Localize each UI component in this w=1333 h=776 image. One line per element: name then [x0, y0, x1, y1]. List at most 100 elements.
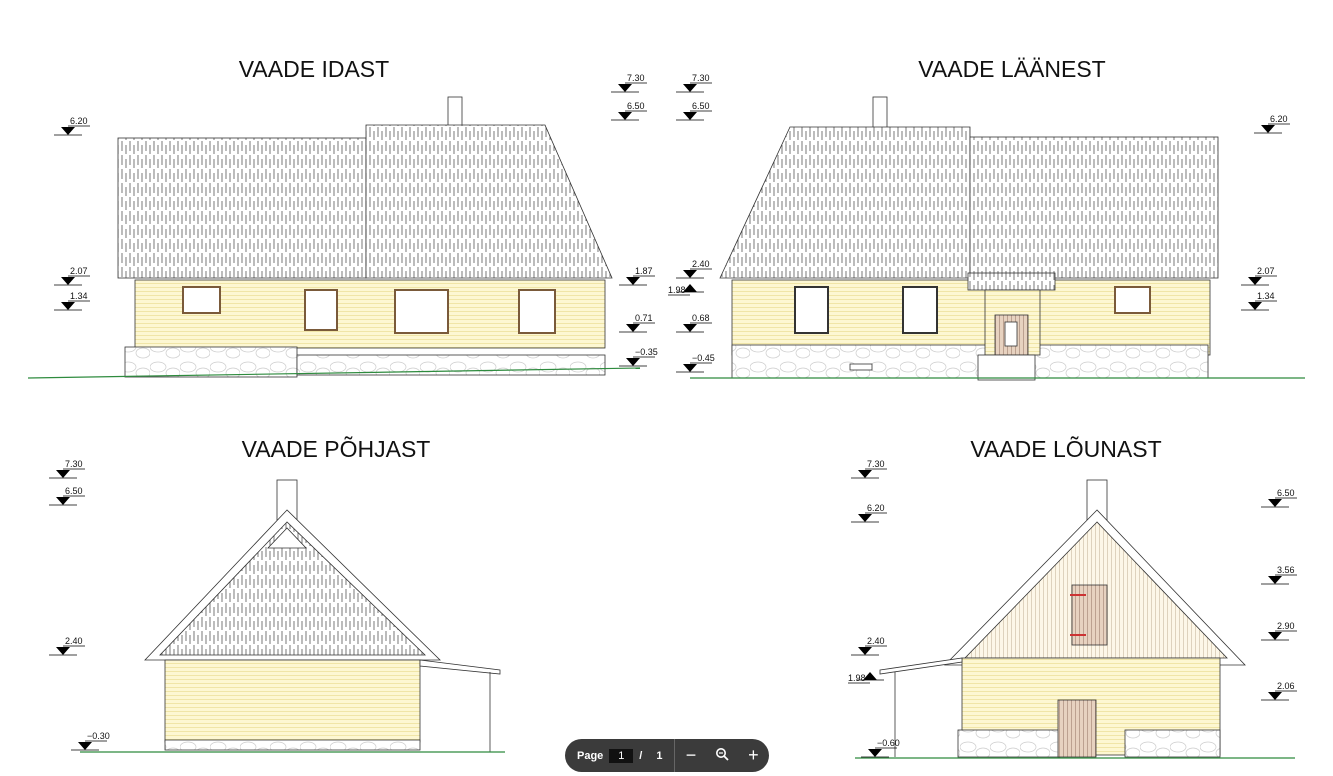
level-triangle-icon	[61, 127, 75, 135]
view-title-north: VAADE PÕHJAST	[242, 435, 431, 462]
level-triangle-icon	[618, 112, 632, 120]
level-value: 1.34	[70, 291, 88, 301]
level-value: 2.40	[65, 636, 83, 646]
page-label: Page	[577, 749, 604, 762]
level-marker-west-l620: 6.20	[1254, 114, 1290, 134]
level-triangle-icon	[683, 324, 697, 332]
level-value: 0.71	[635, 313, 653, 323]
level-value: 7.30	[692, 73, 710, 83]
south-elevation	[855, 479, 1295, 759]
level-value: 7.30	[627, 73, 645, 83]
view-title-west: VAADE LÄÄNEST	[918, 56, 1105, 82]
level-marker-west-l207: 2.07	[1241, 266, 1277, 286]
level-triangle-icon	[78, 742, 92, 750]
page-number-input[interactable]: 1	[609, 748, 634, 763]
level-triangle-icon	[626, 324, 640, 332]
level-triangle-icon	[683, 112, 697, 120]
level-value: 6.50	[65, 486, 83, 496]
zoom-in-button[interactable]: +	[748, 745, 759, 765]
level-triangle-icon	[618, 84, 632, 92]
level-marker-west-l068: 0.68	[676, 313, 712, 333]
zoom-out-button[interactable]: −	[685, 745, 697, 765]
level-marker-north-l030: −0.30	[71, 731, 110, 751]
level-marker-south-l206: 2.06	[1261, 681, 1297, 701]
level-triangle-icon	[1248, 302, 1262, 310]
level-marker-north-l240: 2.40	[49, 636, 85, 656]
level-value: 2.07	[70, 266, 88, 276]
level-marker-north-l650: 6.50	[49, 486, 85, 506]
level-marker-east-l134: 1.34	[54, 291, 90, 311]
level-marker-south-l730: 7.30	[851, 459, 887, 479]
level-triangle-icon	[1268, 576, 1282, 584]
level-triangle-icon	[1268, 632, 1282, 640]
level-marker-east-l650: 6.50	[611, 101, 647, 121]
level-marker-east-l035: −0.35	[619, 347, 658, 367]
north-elevation	[80, 479, 505, 753]
level-marker-east-l207: 2.07	[54, 266, 90, 286]
level-marker-west-l134: 1.34	[1241, 291, 1277, 311]
level-marker-south-l240: 2.40	[851, 636, 887, 656]
toolbar-divider	[674, 739, 676, 772]
level-triangle-icon	[626, 277, 640, 285]
level-value: 6.20	[867, 503, 885, 513]
level-marker-east-l620: 6.20	[54, 116, 90, 136]
level-value: 7.30	[65, 459, 83, 469]
level-triangle-icon	[683, 284, 697, 292]
level-triangle-icon	[1261, 125, 1275, 133]
level-triangle-icon	[626, 358, 640, 366]
view-title-east: VAADE IDAST	[239, 56, 389, 82]
level-triangle-icon	[683, 84, 697, 92]
east-elevation	[27, 96, 641, 379]
level-value: 3.56	[1277, 565, 1295, 575]
level-marker-east-l730: 7.30	[611, 73, 647, 93]
level-triangle-icon	[868, 749, 882, 757]
level-value: 1.34	[1257, 291, 1275, 301]
level-value: 2.07	[1257, 266, 1275, 276]
level-triangle-icon	[683, 270, 697, 278]
view-title-south: VAADE LÕUNAST	[970, 435, 1161, 462]
level-marker-south-l356: 3.56	[1261, 565, 1297, 585]
level-marker-west-l240: 2.40	[676, 259, 712, 279]
level-value: 0.68	[692, 313, 710, 323]
level-triangle-icon	[61, 277, 75, 285]
level-value: −0.35	[635, 347, 658, 357]
level-value: 2.90	[1277, 621, 1295, 631]
level-triangle-icon	[1268, 692, 1282, 700]
level-triangle-icon	[61, 302, 75, 310]
level-marker-east-l071: 0.71	[619, 313, 655, 333]
level-triangle-icon	[56, 470, 70, 478]
level-triangle-icon	[863, 672, 877, 680]
level-triangle-icon	[858, 514, 872, 522]
level-marker-east-l187: 1.87	[619, 266, 655, 286]
level-triangle-icon	[1248, 277, 1262, 285]
level-marker-south-l650: 6.50	[1261, 488, 1297, 508]
level-triangle-icon	[858, 470, 872, 478]
level-triangle-icon	[1268, 499, 1282, 507]
zoom-reset-icon[interactable]	[707, 747, 738, 764]
level-value: 7.30	[867, 459, 885, 469]
level-value: −0.45	[692, 353, 715, 363]
level-marker-south-l198: 1.98	[848, 672, 884, 684]
level-value: 6.20	[70, 116, 88, 126]
level-value: 1.98	[848, 673, 866, 683]
level-value: 1.98	[668, 285, 686, 295]
level-value: 6.50	[1277, 488, 1295, 498]
level-marker-west-l198: 1.98	[668, 284, 704, 296]
total-pages: 1	[656, 749, 663, 762]
level-triangle-icon	[858, 647, 872, 655]
level-value: 2.06	[1277, 681, 1295, 691]
page-indicator: Page 1 / 1	[565, 748, 674, 763]
west-elevation	[690, 96, 1305, 381]
level-triangle-icon	[56, 647, 70, 655]
level-value: 6.50	[627, 101, 645, 111]
page-separator: /	[639, 749, 643, 762]
level-value: 2.40	[692, 259, 710, 269]
level-value: −0.30	[87, 731, 110, 741]
level-marker-south-l060: −0.60	[861, 738, 900, 758]
level-marker-south-l290: 2.90	[1261, 621, 1297, 641]
level-value: 6.50	[692, 101, 710, 111]
level-value: −0.60	[877, 738, 900, 748]
pdf-page-toolbar: Page 1 / 1 − +	[565, 739, 769, 772]
level-markers: 6.20 2.07 1.34 1.87 0.71 −0.35 7.30 6.50 7.30 6.5…	[49, 73, 1297, 758]
